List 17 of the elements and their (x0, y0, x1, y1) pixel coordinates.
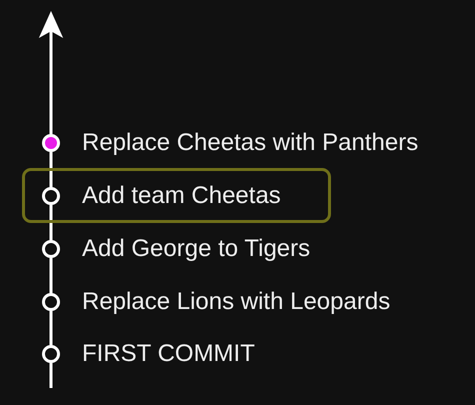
branch-line (50, 311, 52, 345)
commit-circle (42, 345, 60, 363)
arrow (38, 10, 64, 134)
commit-circle (42, 187, 60, 205)
commit-message: FIRST COMMIT (82, 340, 255, 368)
commit-message: Add team Cheetas (82, 182, 281, 210)
commit-circle (42, 240, 60, 258)
highlight-box (22, 168, 331, 223)
commit-message: Add George to Tigers (82, 235, 310, 263)
branch-line (50, 205, 52, 240)
commit-circle (42, 134, 60, 152)
branch-line (50, 258, 52, 293)
branch-line (50, 363, 52, 388)
commit-circle (42, 293, 60, 311)
branch-line (50, 152, 52, 187)
commit-message: Replace Lions with Leopards (82, 288, 390, 316)
commit-message: Replace Cheetas with Panthers (82, 129, 418, 157)
